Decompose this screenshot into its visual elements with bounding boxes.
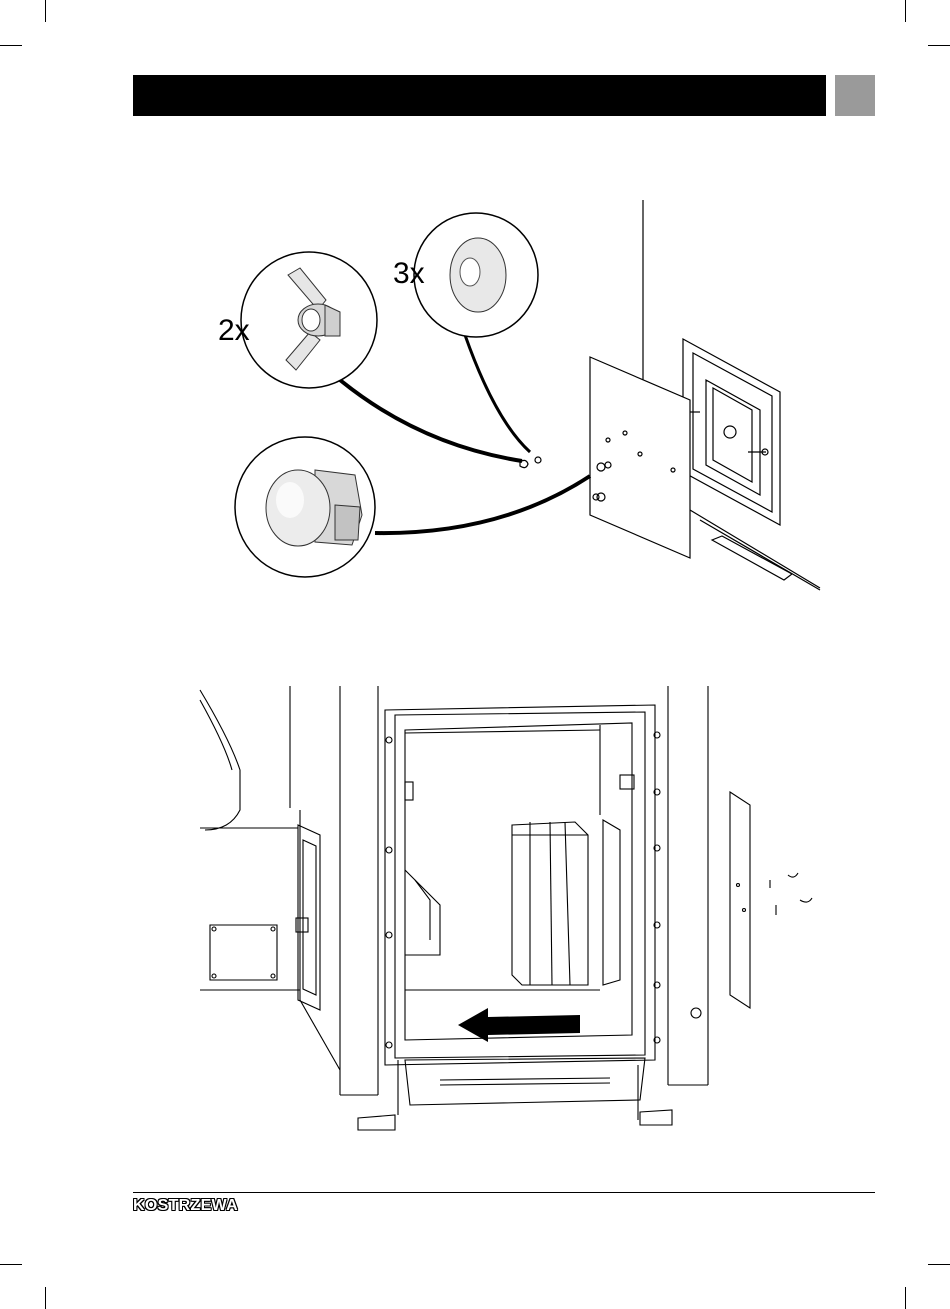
crop-mark-top-right-h <box>928 45 950 46</box>
crop-mark-bottom-right-v <box>905 1287 906 1309</box>
crop-mark-top-right-v <box>905 0 906 22</box>
crop-mark-bottom-left-h <box>0 1264 22 1265</box>
washer-qty: 3x <box>393 257 425 290</box>
wing-nut-qty: 2x <box>218 314 250 347</box>
figure-boiler-open-door <box>190 680 830 1140</box>
footer-rule <box>133 1192 875 1193</box>
washer-icon <box>414 213 538 337</box>
wing-nut-icon <box>241 252 377 388</box>
header-tab <box>835 75 875 116</box>
header-bar <box>133 75 826 116</box>
figure-cover-plate-fasteners: 2x 3x <box>200 195 840 595</box>
crop-mark-top-left-h <box>0 45 22 46</box>
brand-name: KOSTRZEWA <box>133 1197 238 1215</box>
cap-nut-icon <box>235 437 375 577</box>
crop-mark-bottom-right-h <box>928 1264 950 1265</box>
crop-mark-bottom-left-v <box>45 1287 46 1309</box>
brand-logo: KOSTRZEWA <box>133 1197 238 1215</box>
crop-mark-top-left-v <box>45 0 46 22</box>
